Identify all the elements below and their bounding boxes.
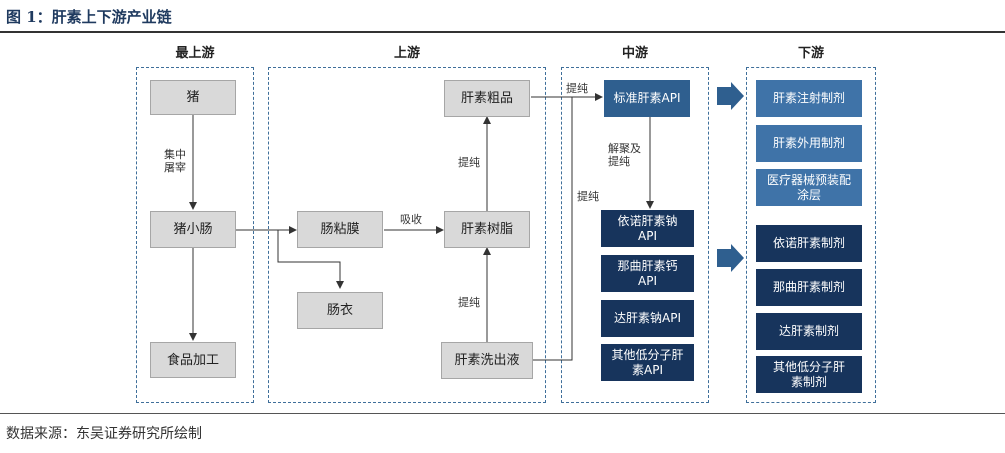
frame-midstream <box>561 67 709 403</box>
node-enoxaparin-api: 依诺肝素钠API <box>601 210 694 247</box>
section-title-upstream: 上游 <box>393 46 420 61</box>
edge-label-purify-eluate-mid: 提纯 <box>577 190 599 203</box>
node-pig: 猪 <box>150 80 236 115</box>
downstream-enoxaparin-prep: 依诺肝素制剂 <box>756 225 862 262</box>
node-mucosa: 肠粘膜 <box>297 211 383 248</box>
node-casing: 肠衣 <box>297 292 383 329</box>
edge-label-slaughter: 集中屠宰 <box>164 148 186 174</box>
node-other-lmwh-api: 其他低分子肝素API <box>601 344 694 381</box>
edge-label-depolymerize: 解聚及提纯 <box>608 142 641 168</box>
edge-label-purify-resin: 提纯 <box>458 156 480 169</box>
section-title-most-upstream: 最上游 <box>175 46 215 61</box>
source-note: 数据来源：东吴证券研究所绘制 <box>6 426 202 442</box>
flow-arrow-icon <box>717 244 744 272</box>
figure-title: 图 1：肝素上下游产业链 <box>6 8 172 26</box>
flow-arrow-icon <box>717 82 744 110</box>
section-title-midstream: 中游 <box>621 46 648 61</box>
downstream-nadroparin-prep: 那曲肝素制剂 <box>756 269 862 306</box>
node-nadroparin-api: 那曲肝素钙API <box>601 255 694 292</box>
frame-upstream <box>268 67 546 403</box>
downstream-heparin-injection: 肝素注射制剂 <box>756 80 862 117</box>
downstream-other-lmwh-prep: 其他低分子肝素制剂 <box>756 356 862 393</box>
frame-downstream <box>746 67 876 403</box>
downstream-heparin-topical: 肝素外用制剂 <box>756 125 862 162</box>
node-heparin-resin: 肝素树脂 <box>444 211 530 248</box>
edge-label-purify-eluate: 提纯 <box>458 296 480 309</box>
node-heparin-eluate: 肝素洗出液 <box>441 342 533 379</box>
node-food-processing: 食品加工 <box>150 342 236 378</box>
downstream-dalteparin-prep: 达肝素制剂 <box>756 313 862 350</box>
downstream-prefilled-coating: 医疗器械预装配涂层 <box>756 169 862 206</box>
node-small-intestine: 猪小肠 <box>150 211 236 248</box>
node-crude-heparin: 肝素粗品 <box>444 80 530 117</box>
top-rule <box>0 31 1005 33</box>
frame-most-upstream <box>136 67 254 403</box>
node-standard-api: 标准肝素API <box>604 80 690 117</box>
bottom-rule <box>0 413 1005 414</box>
node-dalteparin-api: 达肝素钠API <box>601 300 694 337</box>
edge-label-absorb: 吸收 <box>400 213 422 226</box>
edge-label-purify-crude: 提纯 <box>566 82 588 95</box>
section-title-downstream: 下游 <box>797 46 824 61</box>
